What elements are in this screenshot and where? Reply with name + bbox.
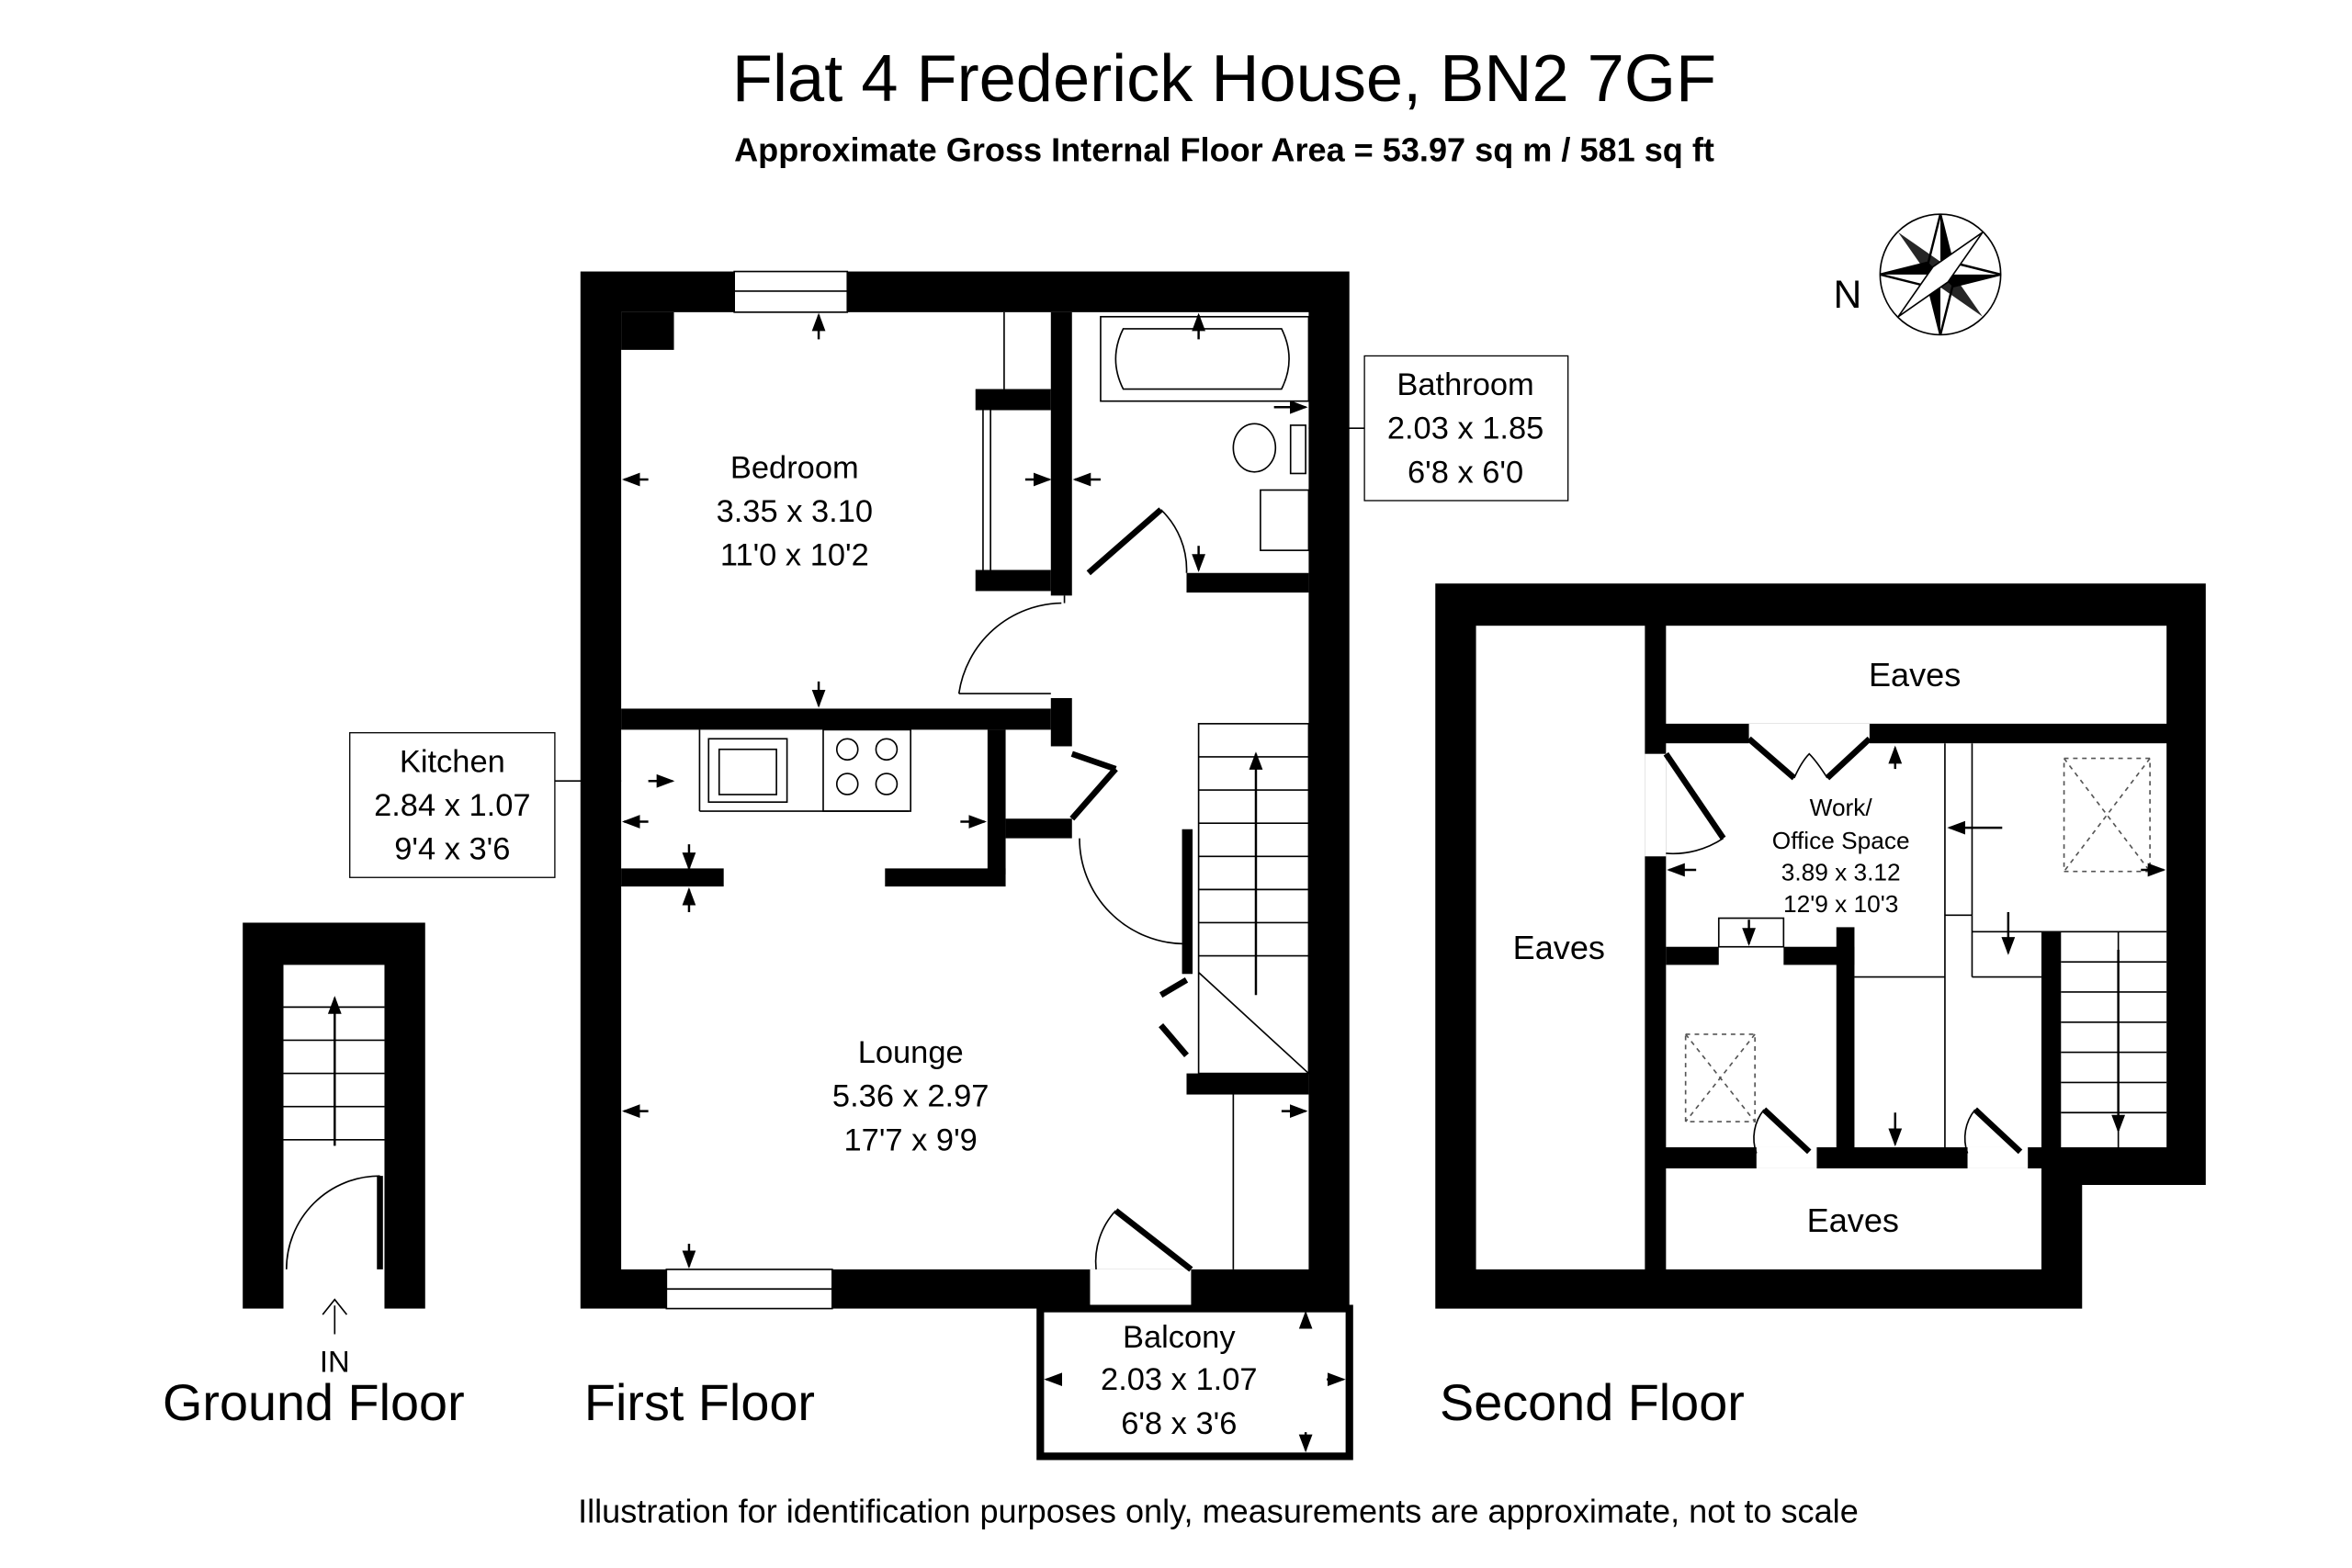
room-dimensions-imperial: 11'0 x 10'2 (720, 538, 869, 573)
room-dimensions-imperial: 6'8 x 6'0 (1408, 455, 1523, 490)
room-eaves-bottom: Eaves (1807, 1201, 1899, 1239)
entrance-label: IN (320, 1345, 350, 1379)
room-dimensions-imperial: 12'9 x 10'3 (1783, 890, 1898, 918)
plan-title: Flat 4 Frederick House, BN2 7GF (732, 42, 1716, 116)
room-kitchen: Kitchen 2.84 x 1.07 9'4 x 3'6 (374, 744, 530, 866)
disclaimer: Illustration for identification purposes… (578, 1493, 1859, 1530)
first-floor-label: First Floor (584, 1373, 815, 1431)
room-name-line1: Work/ (1810, 794, 1873, 821)
room-name: Balcony (1123, 1320, 1236, 1355)
room-eaves-top: Eaves (1869, 656, 1961, 694)
room-dimensions-metric: 5.36 x 2.97 (832, 1079, 989, 1114)
room-dimensions-imperial: 17'7 x 9'9 (844, 1122, 978, 1157)
room-dimensions-metric: 3.35 x 3.10 (717, 494, 873, 529)
compass-north-label: N (1833, 273, 1861, 317)
second-floor-plan (1435, 583, 2206, 1309)
compass-icon (1879, 213, 2002, 336)
entrance-arrow-icon (322, 1298, 348, 1335)
room-name: Bedroom (730, 450, 859, 485)
room-lounge: Lounge 5.36 x 2.97 17'7 x 9'9 (832, 1035, 989, 1157)
room-name: Bathroom (1396, 367, 1533, 402)
room-dimensions-metric: 3.89 x 3.12 (1781, 859, 1901, 886)
room-dimensions-imperial: 6'8 x 3'6 (1121, 1406, 1237, 1441)
room-bedroom: Bedroom 3.35 x 3.10 11'0 x 10'2 (717, 450, 873, 572)
room-balcony: Balcony 2.03 x 1.07 6'8 x 3'6 (1101, 1320, 1257, 1441)
room-dimensions-metric: 2.03 x 1.85 (1387, 412, 1544, 446)
ground-floor-label: Ground Floor (163, 1373, 465, 1431)
room-bathroom: Bathroom 2.03 x 1.85 6'8 x 6'0 (1387, 367, 1544, 490)
first-floor-plan (349, 270, 1569, 1461)
room-name: Lounge (858, 1035, 964, 1070)
room-office: Work/ Office Space 3.89 x 3.12 12'9 x 10… (1772, 794, 1910, 918)
room-dimensions-imperial: 9'4 x 3'6 (394, 832, 510, 867)
room-name: Kitchen (400, 744, 505, 779)
room-eaves-left: Eaves (1513, 929, 1605, 966)
room-dimensions-metric: 2.03 x 1.07 (1101, 1362, 1257, 1397)
room-dimensions-metric: 2.84 x 1.07 (374, 788, 530, 823)
ground-floor-plan (243, 922, 425, 1335)
second-floor-label: Second Floor (1440, 1373, 1745, 1431)
room-name-line2: Office Space (1772, 827, 1910, 854)
floor-area-subtitle: Approximate Gross Internal Floor Area = … (734, 131, 1714, 169)
